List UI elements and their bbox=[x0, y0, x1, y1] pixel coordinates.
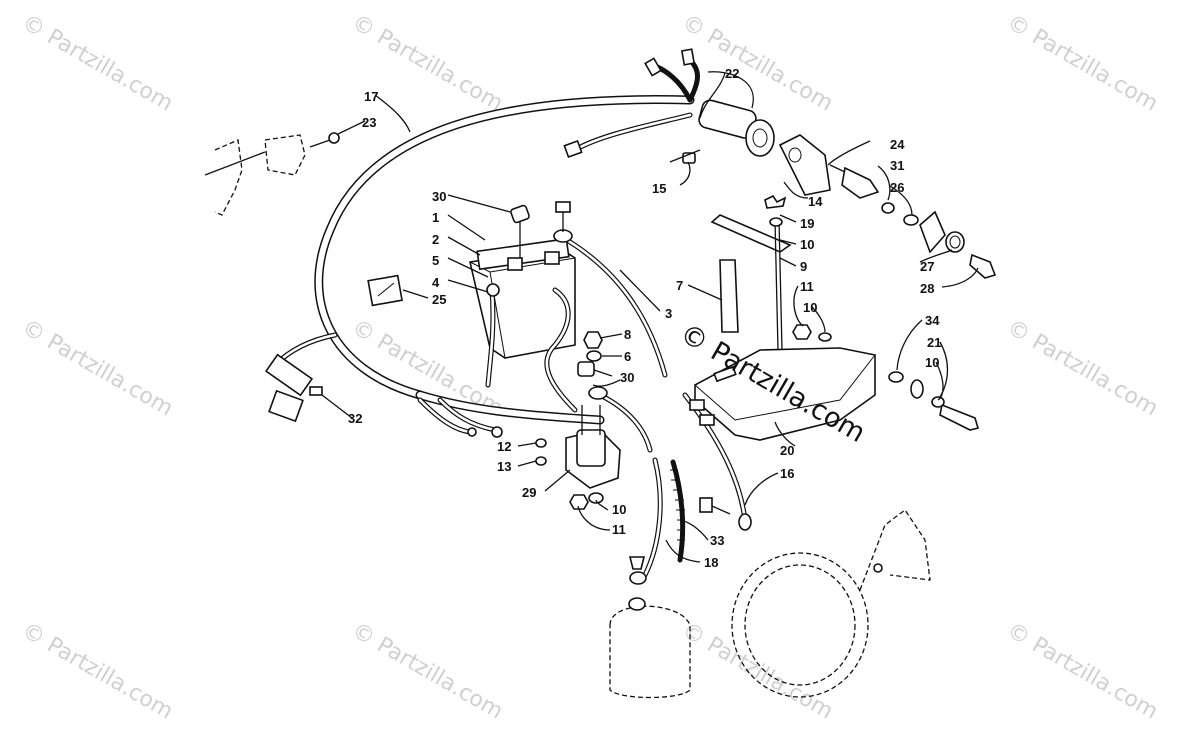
callout-5: 5 bbox=[432, 253, 439, 268]
callout-27: 27 bbox=[920, 259, 934, 274]
callout-24: 24 bbox=[890, 137, 905, 152]
callout-10: 10 bbox=[612, 502, 626, 517]
callout-3: 3 bbox=[665, 306, 672, 321]
callout-17: 17 bbox=[364, 89, 378, 104]
harness-connector-22[interactable] bbox=[644, 48, 775, 157]
main-wiring-harness[interactable] bbox=[272, 57, 700, 438]
callout-32: 32 bbox=[348, 411, 362, 426]
ignition-key-plate-24[interactable] bbox=[778, 134, 831, 196]
callout-18: 18 bbox=[704, 555, 718, 570]
callout-10: 10 bbox=[800, 237, 814, 252]
callout-labels: 1 2 3 4 5 6 7 8 9 10 10 10 10 11 11 12 1… bbox=[348, 66, 941, 570]
battery-ground-cable[interactable] bbox=[485, 283, 578, 413]
callout-4: 4 bbox=[432, 275, 440, 290]
battery[interactable] bbox=[469, 237, 576, 359]
mount-bracket-dashed bbox=[204, 134, 306, 216]
starter-solenoid[interactable] bbox=[565, 405, 621, 489]
ignition-switch[interactable] bbox=[829, 164, 880, 199]
terminal-cap-30[interactable] bbox=[510, 204, 595, 377]
callout-11: 11 bbox=[800, 279, 814, 294]
washer-34[interactable] bbox=[888, 371, 904, 383]
hold-down-bar-9[interactable] bbox=[710, 214, 792, 351]
solenoid-cable[interactable] bbox=[588, 386, 653, 453]
harness-plug-32[interactable] bbox=[264, 353, 323, 423]
callout-29: 29 bbox=[522, 485, 536, 500]
callout-26: 26 bbox=[890, 180, 904, 195]
nut-27[interactable] bbox=[945, 231, 965, 253]
decal-25[interactable] bbox=[367, 274, 403, 307]
callout-30: 30 bbox=[620, 370, 634, 385]
bolt-top[interactable] bbox=[555, 201, 571, 232]
screw-23[interactable] bbox=[309, 132, 340, 148]
hold-down-strap-7[interactable] bbox=[719, 259, 739, 333]
bolt-21[interactable] bbox=[931, 396, 980, 431]
washer-26[interactable] bbox=[903, 214, 919, 226]
lock-washer-31[interactable] bbox=[881, 202, 895, 214]
washer-10-top[interactable] bbox=[769, 217, 783, 227]
callout-30: 30 bbox=[432, 189, 446, 204]
callout-19: 19 bbox=[800, 216, 814, 231]
nut-11-middle[interactable] bbox=[792, 324, 812, 340]
callout-31: 31 bbox=[890, 158, 904, 173]
shim-plate[interactable] bbox=[910, 379, 924, 399]
callout-1: 1 bbox=[432, 210, 439, 225]
cable-18[interactable] bbox=[629, 457, 663, 585]
washer-6[interactable] bbox=[586, 350, 602, 362]
callout-2: 2 bbox=[432, 232, 439, 247]
callout-28: 28 bbox=[920, 281, 934, 296]
callout-14: 14 bbox=[808, 194, 823, 209]
bolt-lower[interactable] bbox=[699, 497, 731, 515]
callout-23: 23 bbox=[362, 115, 376, 130]
callout-16: 16 bbox=[780, 466, 794, 481]
callout-7: 7 bbox=[676, 278, 683, 293]
callout-10: 10 bbox=[803, 300, 817, 315]
callout-25: 25 bbox=[432, 292, 446, 307]
callout-20: 20 bbox=[780, 443, 794, 458]
callout-12: 12 bbox=[497, 439, 511, 454]
callout-6: 6 bbox=[624, 349, 631, 364]
battery-tray[interactable] bbox=[689, 347, 876, 441]
callout-33: 33 bbox=[710, 533, 724, 548]
wing-nut-19[interactable] bbox=[764, 194, 787, 209]
callout-21: 21 bbox=[927, 335, 941, 350]
leader-lines bbox=[321, 71, 979, 563]
nut-8[interactable] bbox=[583, 331, 603, 349]
callout-22: 22 bbox=[725, 66, 739, 81]
washer-10-lower[interactable] bbox=[588, 492, 604, 504]
callout-34: 34 bbox=[925, 313, 940, 328]
nut-12[interactable] bbox=[535, 438, 547, 448]
wire-clip-15[interactable] bbox=[669, 149, 701, 164]
callout-15: 15 bbox=[652, 181, 666, 196]
starter-motor-dashed bbox=[609, 556, 691, 699]
callout-9: 9 bbox=[800, 259, 807, 274]
callout-13: 13 bbox=[497, 459, 511, 474]
callout-8: 8 bbox=[624, 327, 631, 342]
battery-cable-3[interactable] bbox=[553, 229, 668, 378]
callout-10: 10 bbox=[925, 355, 939, 370]
callout-11: 11 bbox=[612, 522, 626, 537]
washer-10-middle[interactable] bbox=[818, 332, 832, 342]
nut-11-lower[interactable] bbox=[569, 494, 589, 510]
flywheel-housing-dashed bbox=[731, 509, 931, 698]
key-28[interactable] bbox=[969, 253, 997, 279]
conduit-33[interactable] bbox=[670, 459, 686, 563]
escutcheon-plate[interactable] bbox=[919, 210, 946, 254]
nut-13[interactable] bbox=[535, 456, 547, 466]
